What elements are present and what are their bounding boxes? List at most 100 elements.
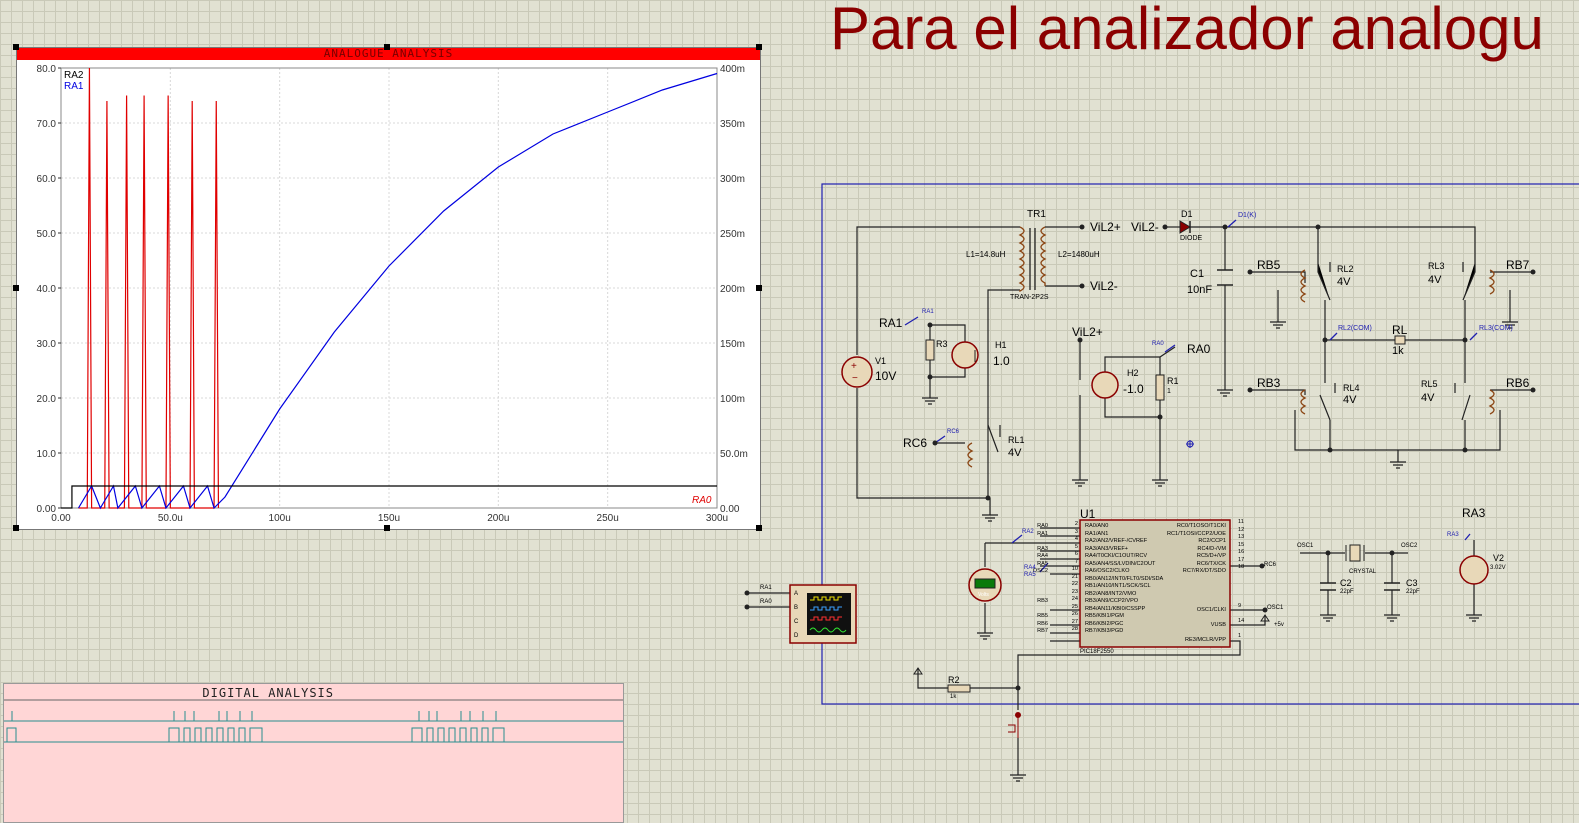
pic-pin-number: 16 — [1238, 549, 1245, 555]
label-h2-value: -1.0 — [1123, 382, 1144, 396]
label-v2-value: 3.02V — [1490, 565, 1506, 571]
label-rl5-value: 4V — [1421, 392, 1435, 404]
pic-pin-label: RA1/AN1 — [1085, 530, 1109, 537]
label-r2-value: 1k — [950, 694, 957, 700]
label-c3: C3 — [1406, 578, 1418, 588]
pic-pin-label: RB6/KBI2/PGC — [1085, 620, 1124, 627]
x-tick-label: 50.0u — [158, 513, 183, 524]
label-rl4-value: 4V — [1343, 394, 1357, 406]
resize-handle[interactable] — [756, 44, 762, 50]
resize-handle[interactable] — [13, 525, 19, 531]
pic-pin-number: 23 — [1071, 588, 1078, 595]
resize-handle[interactable] — [756, 525, 762, 531]
y-left-tick-label: 50.0 — [37, 229, 57, 240]
pic-pin-label: RC2/CCP1 — [1198, 538, 1226, 544]
label-v2: V2 — [1493, 553, 1505, 563]
pic-pin-label: RC1/T1OSI/CCP2/UOE — [1166, 530, 1226, 537]
probe-rl2com: RL2(COM) — [1338, 325, 1372, 332]
y-left-tick-label: 80.0 — [37, 64, 57, 75]
label-c1-value: 10nF — [1187, 284, 1213, 296]
pic-net-label: RB7 — [1037, 628, 1048, 634]
legend-ra1: RA1 — [64, 81, 84, 92]
label-vil2m: ViL2- — [1090, 279, 1118, 293]
scope-net-a: RA1 — [760, 585, 772, 591]
analogue-graph-header-bar[interactable] — [17, 48, 760, 60]
label-rl1-value: 4V — [1008, 447, 1022, 459]
resize-handle[interactable] — [756, 285, 762, 291]
label-rl-value: 1k — [1392, 345, 1404, 357]
pic-pin-label: RC5/D+/VP — [1196, 553, 1226, 559]
pic-pin-number: 25 — [1071, 603, 1078, 610]
resize-handle[interactable] — [13, 44, 19, 50]
label-h1-value: 1.0 — [993, 354, 1010, 368]
pic-net-label — [1024, 606, 1048, 614]
pic-pin-label: RA0/AN0 — [1085, 523, 1109, 529]
pic-net-label — [1024, 538, 1048, 546]
scope-pin-label: D — [794, 633, 799, 639]
series-ra0-line — [61, 485, 717, 509]
pic-net-label: RB5 — [1037, 613, 1048, 619]
page-title: Para el analizador analogu — [830, 0, 1544, 62]
label-d1: D1 — [1181, 209, 1193, 219]
label-rc6: RC6 — [903, 436, 928, 450]
probe-ra4: RA4 — [1024, 565, 1036, 571]
label-rl: RL — [1392, 323, 1408, 337]
label-c1: C1 — [1190, 268, 1205, 280]
x-tick-label: 150u — [378, 513, 400, 524]
resize-handle[interactable] — [13, 285, 19, 291]
label-rl5: RL5 — [1421, 379, 1438, 389]
label-l1: L1=14.8uH — [966, 250, 1006, 259]
pic-pin-number: 1 — [1238, 633, 1242, 639]
label-rl2: RL2 — [1337, 264, 1354, 274]
pic-net-label: RA1 — [1037, 530, 1048, 537]
pic-pin-number: 18 — [1238, 564, 1245, 570]
y-left-tick-label: 30.0 — [37, 339, 57, 350]
pic-pin-number: 26 — [1071, 611, 1078, 617]
label-v1-value: 10V — [875, 369, 897, 383]
resize-handle[interactable] — [384, 44, 390, 50]
probe-ra5: RA5 — [1024, 572, 1036, 578]
label-pic: PIC18F2550 — [1080, 649, 1114, 655]
pic-net-label: OSC2 — [1032, 568, 1048, 574]
y-left-tick-label: 20.0 — [37, 394, 57, 405]
digital-plot — [4, 699, 623, 743]
label-tr1: TR1 — [1027, 209, 1046, 220]
label-rl3-value: 4V — [1428, 274, 1442, 286]
x-tick-label: 100u — [269, 513, 291, 524]
pic-pin-number: 4 — [1074, 536, 1078, 542]
pic-net-label: RB3 — [1037, 598, 1048, 604]
y-left-tick-label: 70.0 — [37, 119, 57, 130]
voltmeter-label: Volts — [978, 592, 989, 598]
pic-pin-label: RA5/AN4/SS/LVDIN/C2OUT — [1085, 560, 1156, 567]
label-rl1: RL1 — [1008, 435, 1025, 445]
label-rl4: RL4 — [1343, 383, 1360, 393]
series-ra2-line — [78, 67, 220, 509]
probe-d1k: D1(K) — [1238, 212, 1257, 219]
probe-ra3: RA3 — [1447, 532, 1459, 538]
scope-pin-label: B — [794, 605, 799, 611]
pic-pin-label: RC4/D-/VM — [1197, 545, 1226, 552]
y-right-tick-label: 250m — [720, 229, 745, 240]
pic-net-label: RA4 — [1037, 553, 1048, 559]
y-right-tick-label: 200m — [720, 284, 745, 295]
pic-net-label: RA3 — [1037, 545, 1048, 552]
y-right-tick-label: 350m — [720, 119, 745, 130]
label-h2: H2 — [1127, 368, 1139, 378]
pic-net-label: RA5 — [1037, 560, 1048, 567]
pic-pin-number: 3 — [1074, 528, 1078, 535]
pic-pin-label: RA3/AN3/VREF+ — [1085, 545, 1129, 552]
pic-pin-number: 14 — [1238, 618, 1245, 624]
pic-pin-label: RB1/AN10/INT1/SCK/SCL — [1085, 583, 1151, 589]
resize-handle[interactable] — [384, 525, 390, 531]
analogue-graph-title: ANALOGUE ANALYSIS — [323, 47, 454, 60]
pic-net-label: RA0 — [1037, 523, 1048, 529]
pic-pin-number: 2 — [1074, 521, 1078, 527]
pic-pin-number: 28 — [1071, 626, 1078, 632]
y-left-tick-label: 40.0 — [37, 284, 57, 295]
